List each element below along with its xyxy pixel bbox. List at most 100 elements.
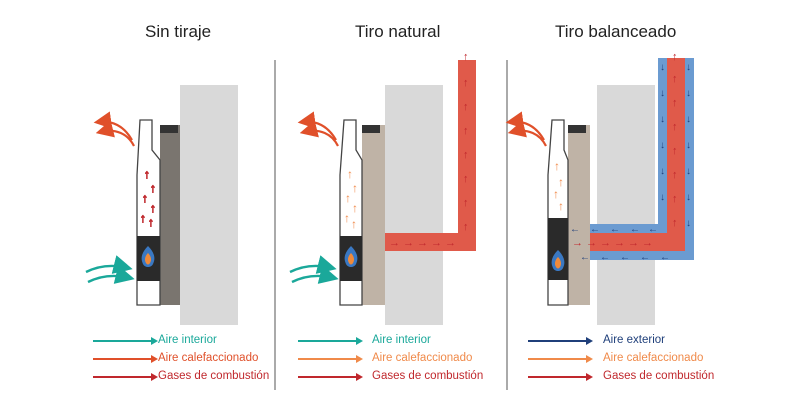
duct-horizontal: [385, 233, 476, 251]
svg-text:↑: ↑: [672, 121, 678, 133]
svg-text:↑: ↑: [672, 51, 678, 63]
legend-label-panel3-1: Aire exterior: [603, 334, 665, 346]
legend-label-panel1-2: Aire calefaccionado: [158, 352, 259, 364]
svg-text:↓: ↓: [660, 114, 665, 125]
svg-text:↓: ↓: [686, 88, 691, 99]
heater-back: [362, 125, 385, 305]
heater-top-cap: [160, 125, 178, 133]
svg-text:↑: ↑: [558, 199, 564, 213]
duct-inner-horizontal: [566, 233, 685, 251]
svg-text:↑: ↑: [463, 51, 469, 63]
warm-air-arrows: ↑ ↑ ↑ ↑: [553, 159, 564, 213]
svg-text:↑: ↑: [672, 217, 678, 229]
svg-text:→: →: [445, 237, 456, 249]
heater-back: [160, 125, 180, 305]
panel-tiro-balanceado: ↑ ↑ ↑ ↑ → → → → → → ↑ ↑ ↑ ↑ ↑ ↑ ↑ ↑: [505, 51, 694, 325]
legend-label-panel3-3: Gases de combustión: [603, 370, 715, 382]
combustion-arrows: ↑ ↑ ↑ ↑ ↑ ↑: [140, 167, 157, 230]
svg-text:←: ←: [640, 252, 650, 263]
svg-text:←: ←: [620, 252, 630, 263]
svg-text:↑: ↑: [345, 191, 351, 205]
outside-air-flow-arrows: ↓ ↓ ↓ ↓ ↓ ↓ ↓ ↓ ↓ ↓ ↓ ↓ ↓ ← ← ← ← ← ← ←: [570, 62, 691, 263]
duct-vertical: [458, 60, 476, 251]
svg-text:↓: ↓: [686, 140, 691, 151]
legend-label-panel2-3: Gases de combustión: [372, 370, 484, 382]
wall: [180, 85, 238, 325]
legend-label-panel1-3: Gases de combustión: [158, 370, 270, 382]
svg-text:↑: ↑: [463, 125, 469, 137]
svg-text:↑: ↑: [352, 181, 358, 195]
svg-text:→: →: [403, 237, 414, 249]
svg-text:↑: ↑: [140, 211, 146, 225]
exhaust-flow-arrows: → → → → → → ↑ ↑ ↑ ↑ ↑ ↑ ↑ ↑: [572, 51, 678, 249]
svg-text:↑: ↑: [347, 167, 353, 181]
panel-title-tiro-balanceado: Tiro balanceado: [555, 22, 677, 41]
svg-text:↑: ↑: [463, 149, 469, 161]
svg-text:↑: ↑: [554, 159, 560, 173]
panel-sin-tiraje: ↑ ↑ ↑ ↑ ↑ ↑: [85, 85, 238, 325]
heater-back: [568, 125, 590, 305]
warm-air-arrows: ↑ ↑ ↑ ↑ ↑ ↑: [344, 167, 358, 231]
svg-text:↓: ↓: [660, 192, 665, 203]
flame-icon: [141, 246, 155, 267]
svg-text:→: →: [417, 237, 428, 249]
svg-text:←: ←: [660, 252, 670, 263]
legend-label-panel3-2: Aire calefaccionado: [603, 352, 704, 364]
legend-label-panel2-2: Aire calefaccionado: [372, 352, 473, 364]
svg-text:↑: ↑: [672, 73, 678, 85]
interior-air-in-arrows: [85, 255, 135, 284]
svg-text:↑: ↑: [553, 187, 559, 201]
svg-text:↑: ↑: [142, 191, 148, 205]
svg-text:↑: ↑: [150, 181, 156, 195]
svg-text:↑: ↑: [672, 169, 678, 181]
svg-text:↑: ↑: [672, 193, 678, 205]
svg-text:↑: ↑: [463, 221, 469, 233]
duct-inner-vertical: [667, 58, 685, 251]
svg-text:↑: ↑: [351, 217, 357, 231]
flame-icon: [344, 246, 358, 267]
svg-text:↑: ↑: [144, 167, 150, 181]
svg-text:←: ←: [648, 224, 658, 235]
svg-text:→: →: [628, 237, 639, 249]
panel-tiro-natural: ↑ ↑ ↑ ↑ ↑ ↑ → → → → → ↑ ↑ ↑ ↑ ↑ ↑ ↑ ↑: [289, 51, 476, 325]
heater-top-cap: [362, 125, 380, 133]
exhaust-flow-arrows: → → → → → ↑ ↑ ↑ ↑ ↑ ↑ ↑ ↑: [389, 51, 469, 249]
svg-text:↑: ↑: [148, 215, 154, 229]
svg-text:↑: ↑: [463, 77, 469, 89]
svg-text:←: ←: [630, 224, 640, 235]
heater-top-cap: [568, 125, 586, 133]
svg-text:→: →: [572, 237, 583, 249]
svg-text:←: ←: [600, 252, 610, 263]
svg-text:↓: ↓: [686, 218, 691, 229]
svg-text:→: →: [642, 237, 653, 249]
panel-title-sin-tiraje: Sin tiraje: [145, 22, 212, 41]
svg-text:←: ←: [580, 252, 590, 263]
svg-text:↑: ↑: [558, 175, 564, 189]
legend-label-panel1-1: Aire interior: [158, 334, 217, 346]
svg-text:↓: ↓: [660, 88, 665, 99]
svg-text:↓: ↓: [686, 114, 691, 125]
warm-air-out-arrows: [297, 111, 339, 147]
wall: [385, 85, 443, 325]
svg-text:↑: ↑: [344, 211, 350, 225]
legend-label-panel2-1: Aire interior: [372, 334, 431, 346]
svg-text:←: ←: [570, 224, 580, 235]
svg-text:↓: ↓: [686, 166, 691, 177]
svg-text:↑: ↑: [463, 101, 469, 113]
svg-text:→: →: [586, 237, 597, 249]
svg-text:↑: ↑: [352, 201, 358, 215]
warm-air-out-arrows: [505, 111, 547, 147]
svg-text:↓: ↓: [686, 192, 691, 203]
svg-text:→: →: [614, 237, 625, 249]
svg-text:→: →: [431, 237, 442, 249]
svg-text:↑: ↑: [672, 145, 678, 157]
svg-text:↓: ↓: [686, 62, 691, 73]
warm-air-out-arrows: [93, 111, 135, 147]
flame-icon: [551, 250, 565, 271]
interior-air-in-arrows: [289, 255, 339, 284]
panel-title-tiro-natural: Tiro natural: [355, 22, 441, 41]
svg-text:↑: ↑: [463, 197, 469, 209]
svg-text:→: →: [600, 237, 611, 249]
